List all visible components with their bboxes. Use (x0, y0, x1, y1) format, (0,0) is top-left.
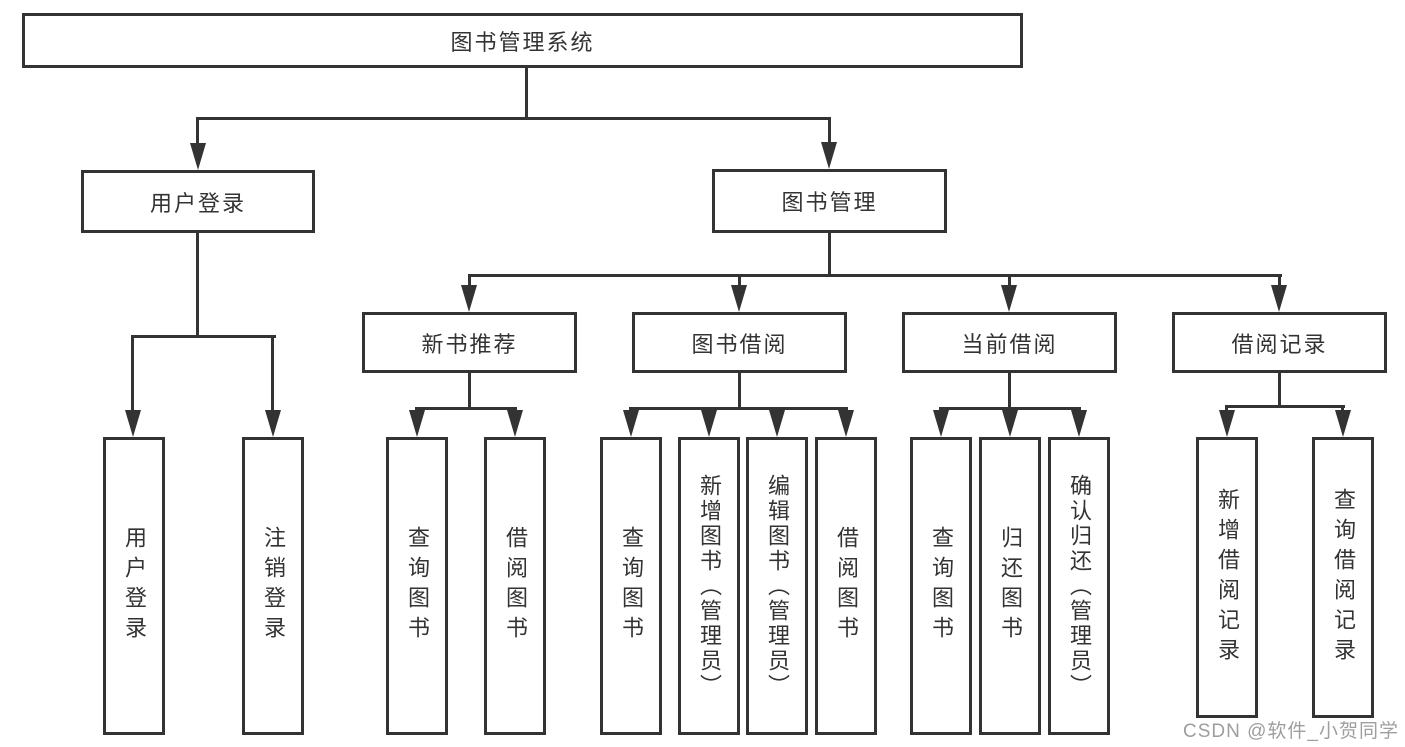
leaf-borrow-books-recommend: 借阅图书 (484, 437, 546, 735)
leaf-label: 借阅图书 (834, 526, 859, 646)
leaf-borrow-books: 借阅图书 (815, 437, 877, 735)
node-new-book-recommend: 新书推荐 (362, 312, 577, 373)
leaf-label: 新增图书（管理员） (697, 473, 722, 699)
arrow-down-icon (125, 410, 141, 437)
arrow-down-icon (1071, 410, 1087, 437)
connector-book-borrow-branch (629, 407, 848, 410)
arrow-down-icon (838, 410, 854, 437)
connector-root-drop (525, 68, 528, 119)
leaf-label: 确认归还（管理员） (1067, 473, 1092, 699)
connector-to-leaf (131, 335, 134, 413)
connector-level1-branch (197, 117, 831, 120)
connector-borrow-records-drop (1278, 373, 1281, 407)
connector-borrow-records-branch (1225, 405, 1345, 408)
arrow-down-icon (409, 410, 425, 437)
connector-to-borrow-records (1278, 274, 1281, 289)
leaf-edit-books-admin: 编辑图书（管理员） (746, 437, 808, 735)
connector-to-book-mgmt (828, 117, 831, 147)
arrow-down-icon (731, 285, 747, 312)
connector-to-new-book (468, 274, 471, 289)
leaf-add-borrow-record: 新增借阅记录 (1196, 437, 1258, 718)
leaf-label: 查询图书 (929, 526, 954, 646)
leaf-query-borrow-record: 查询借阅记录 (1312, 437, 1374, 718)
leaf-query-books-borrow: 查询图书 (600, 437, 662, 735)
connector-to-leaf (271, 335, 274, 413)
connector-level3-branch (468, 274, 1282, 277)
leaf-logout: 注销登录 (242, 437, 304, 735)
leaf-label: 查询借阅记录 (1331, 487, 1356, 668)
arrow-down-icon (933, 410, 949, 437)
watermark: CSDN @软件_小贺同学 (1183, 721, 1399, 742)
leaf-label: 归还图书 (998, 526, 1023, 646)
node-book-borrow: 图书借阅 (632, 312, 847, 373)
leaf-label: 借阅图书 (503, 526, 528, 646)
arrow-down-icon (1002, 410, 1018, 437)
connector-to-book-borrow (738, 274, 741, 289)
connector-current-borrow-drop (1008, 373, 1011, 410)
connector-book-borrow-drop (738, 373, 741, 410)
connector-to-user-login (196, 117, 199, 147)
leaf-label: 查询图书 (405, 526, 430, 646)
leaf-label: 查询图书 (619, 526, 644, 646)
leaf-add-books-admin: 新增图书（管理员） (678, 437, 740, 735)
arrow-down-icon (701, 410, 717, 437)
leaf-label: 用户登录 (122, 526, 147, 646)
node-book-management: 图书管理 (712, 169, 947, 233)
arrow-down-icon (1271, 285, 1287, 312)
arrow-down-icon (190, 143, 206, 170)
node-root: 图书管理系统 (22, 13, 1023, 68)
arrow-down-icon (1219, 410, 1235, 437)
connector-user-login-branch (132, 335, 276, 338)
leaf-label: 注销登录 (261, 526, 286, 646)
connector-book-mgmt-drop (828, 233, 831, 277)
arrow-down-icon (821, 142, 837, 169)
arrow-down-icon (507, 410, 523, 437)
connector-to-leaf (1225, 405, 1228, 413)
node-borrow-records: 借阅记录 (1172, 312, 1387, 373)
arrow-down-icon (461, 285, 477, 312)
leaf-confirm-return-admin: 确认归还（管理员） (1048, 437, 1110, 735)
node-user-login: 用户登录 (81, 170, 315, 233)
leaf-label: 新增借阅记录 (1215, 487, 1240, 668)
connector-user-login-drop (196, 233, 199, 337)
connector-new-book-drop (468, 373, 471, 410)
leaf-user-login: 用户登录 (103, 437, 165, 735)
leaf-label: 编辑图书（管理员） (765, 473, 790, 699)
arrow-down-icon (769, 410, 785, 437)
arrow-down-icon (1335, 410, 1351, 437)
arrow-down-icon (1001, 285, 1017, 312)
node-current-borrow: 当前借阅 (902, 312, 1117, 373)
connector-new-book-branch (415, 407, 517, 410)
leaf-return-books: 归还图书 (979, 437, 1041, 735)
leaf-query-books-recommend: 查询图书 (386, 437, 448, 735)
connector-to-current-borrow (1008, 274, 1011, 289)
arrow-down-icon (623, 410, 639, 437)
arrow-down-icon (265, 410, 281, 437)
connector-to-leaf (1341, 405, 1344, 413)
leaf-query-books-current: 查询图书 (910, 437, 972, 735)
